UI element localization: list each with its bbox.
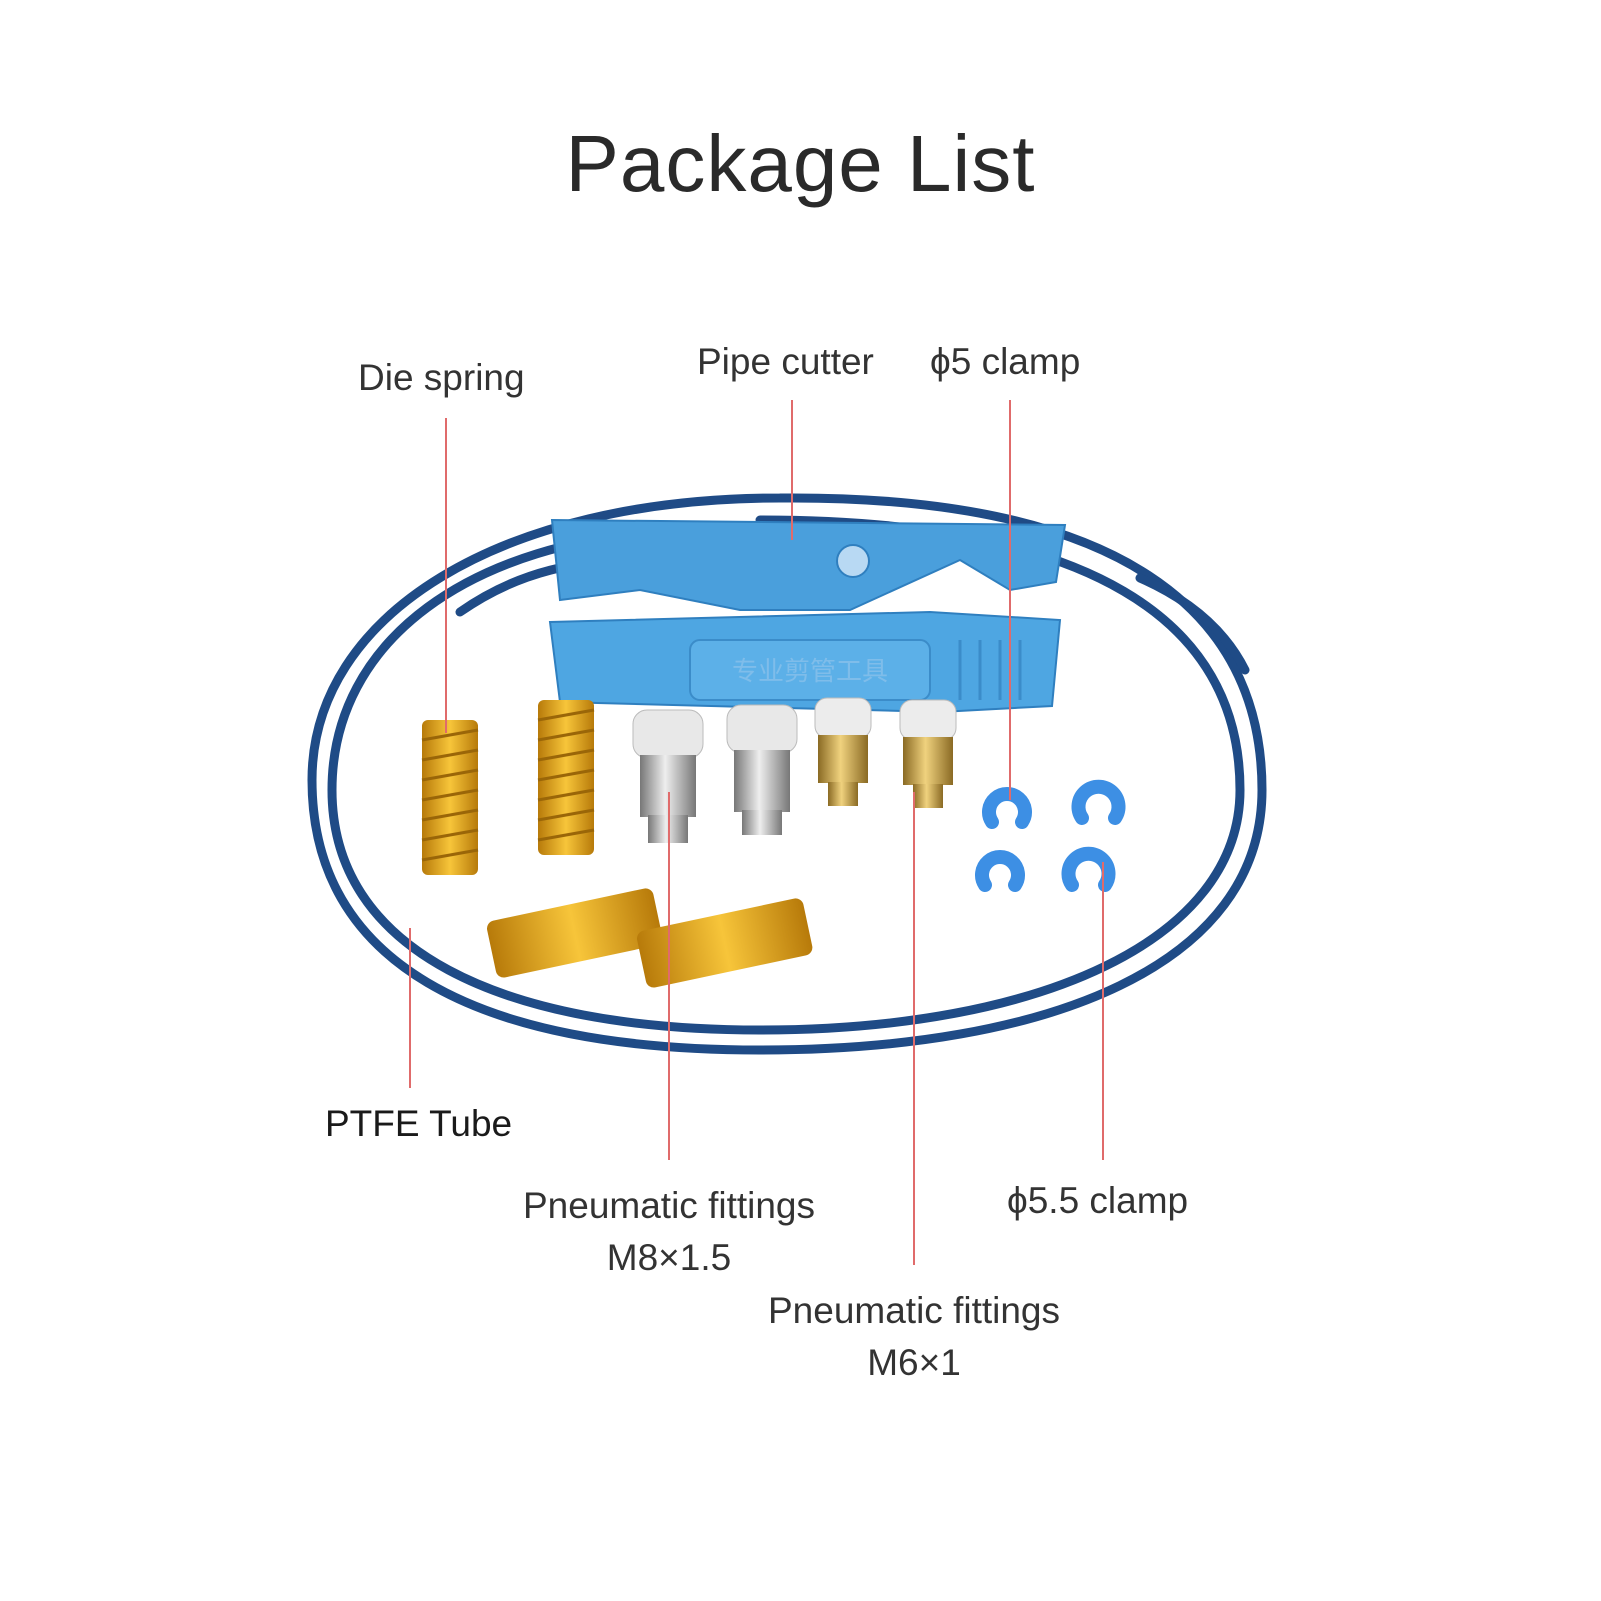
die-springs-lying bbox=[486, 888, 813, 988]
die-springs-upright bbox=[421, 700, 595, 875]
leader-lines bbox=[409, 400, 1104, 1265]
label-clamp-55: ϕ5.5 clamp bbox=[1007, 1180, 1189, 1221]
svg-text:专业剪管工具: 专业剪管工具 bbox=[732, 657, 888, 687]
label-fittings-m6-line1: Pneumatic fittings bbox=[767, 1290, 1061, 1331]
label-clamp-5: ϕ5 clamp bbox=[930, 341, 1081, 382]
ptfe-tube bbox=[307, 493, 1267, 1055]
fittings-m8 bbox=[632, 704, 798, 843]
page-title: Package List bbox=[565, 119, 1036, 208]
pipe-cutter: 专业剪管工具 bbox=[548, 518, 1067, 714]
fittings-m6 bbox=[814, 697, 957, 808]
label-fittings-m8-line2: M8×1.5 bbox=[606, 1237, 732, 1278]
label-ptfe-tube: PTFE Tube bbox=[325, 1103, 513, 1144]
label-fittings-m8: Pneumatic fittings M8×1.5 bbox=[469, 1180, 869, 1284]
label-die-spring: Die spring bbox=[358, 357, 525, 398]
label-fittings-m6-line2: M6×1 bbox=[867, 1342, 961, 1383]
label-fittings-m8-line1: Pneumatic fittings bbox=[522, 1185, 816, 1226]
label-pipe-cutter: Pipe cutter bbox=[697, 341, 874, 382]
clamps bbox=[975, 779, 1126, 892]
label-fittings-m6: Pneumatic fittings M6×1 bbox=[714, 1285, 1114, 1389]
